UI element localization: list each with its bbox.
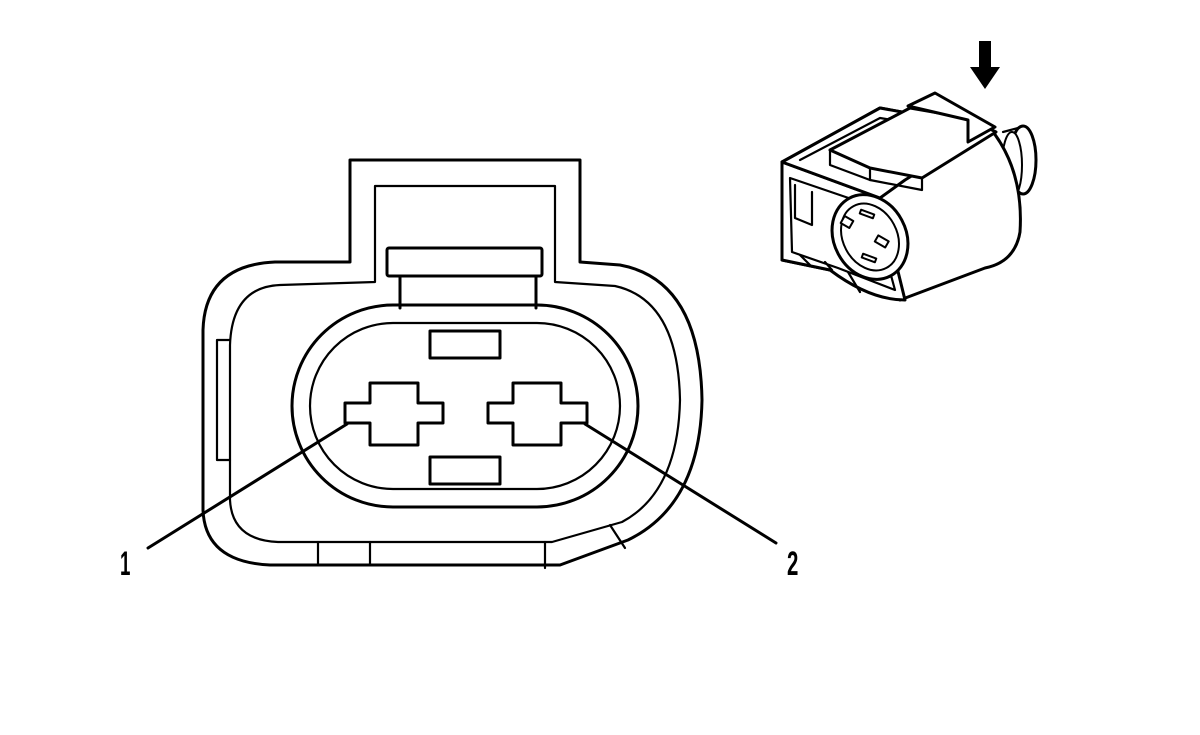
coding-key-top	[428, 329, 502, 360]
locking-latch	[385, 246, 544, 310]
housing-tick-marks	[316, 523, 627, 570]
housing-outline	[201, 158, 704, 567]
connector-face-view: 1 2	[120, 158, 798, 583]
terminal-pin-2	[486, 381, 589, 447]
arrow-down-icon	[970, 41, 1000, 89]
coding-key-bottom	[428, 455, 502, 486]
terminal-oval-inner	[308, 321, 622, 491]
housing-side-notch	[215, 338, 232, 462]
leader-line-pin-2	[583, 422, 778, 545]
connector-socket	[830, 193, 910, 281]
connector-isometric-view	[780, 41, 1038, 302]
housing-inner-outline	[228, 184, 682, 544]
leader-line-pin-1	[146, 422, 349, 550]
connector-latch	[828, 91, 998, 192]
terminal-oval-outer	[290, 303, 640, 509]
terminal-pin-1	[343, 381, 445, 447]
pin-label-1: 1	[120, 544, 130, 582]
pin-label-2: 2	[787, 545, 798, 583]
